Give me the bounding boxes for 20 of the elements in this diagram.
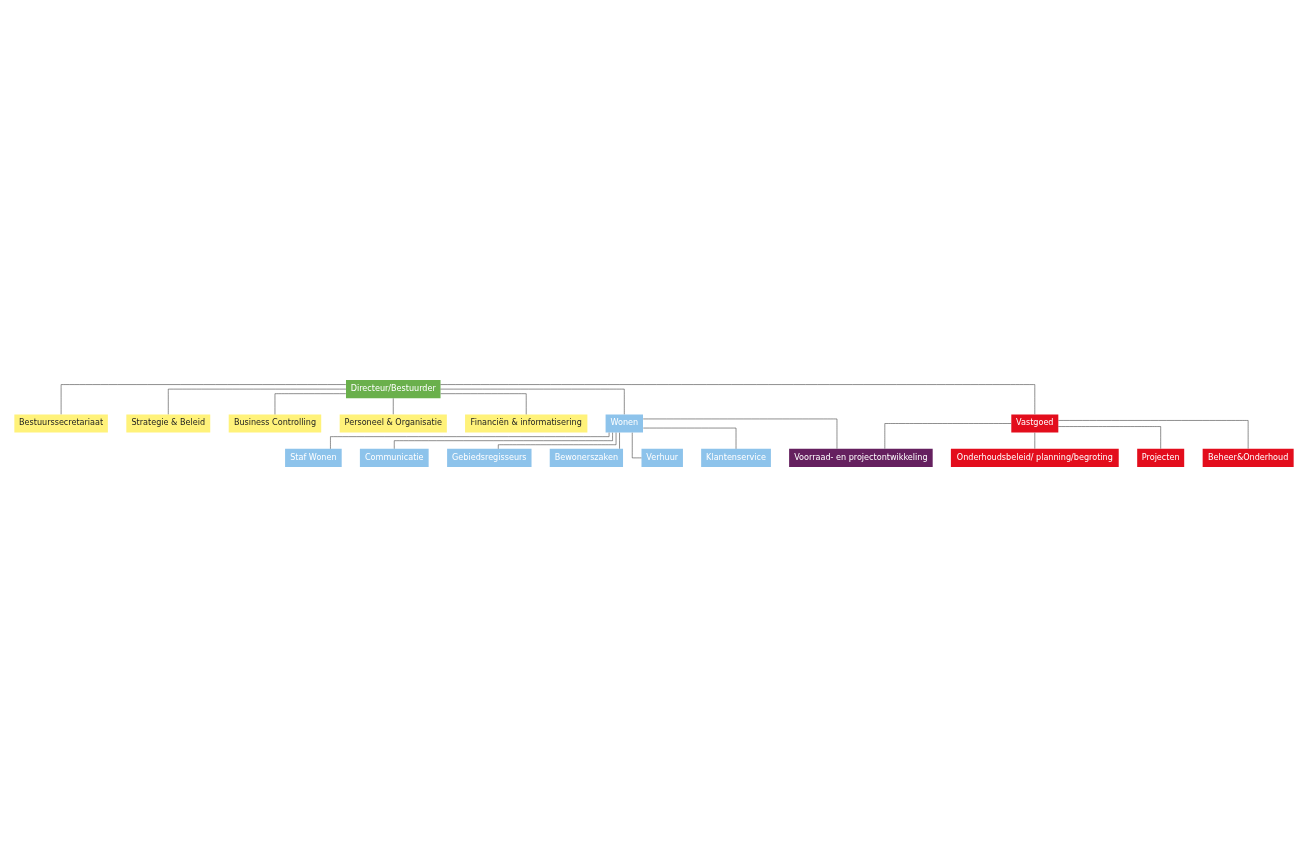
- node-box: Business Controlling: [228, 413, 322, 433]
- node-box: Gebiedsregisseurs: [447, 448, 532, 467]
- connector: [642, 418, 838, 449]
- node-box: Verhuur: [641, 448, 683, 467]
- node-box: Vastgoed: [1011, 413, 1059, 433]
- connector: [884, 422, 1012, 449]
- node-box: Klantenservice: [701, 448, 771, 467]
- node-box: Wonen: [605, 413, 643, 433]
- node-box: Beheer&Onderhoud: [1202, 448, 1294, 467]
- node-box: Communicatie: [359, 448, 429, 467]
- node-box: Bewonerszaken: [549, 448, 624, 467]
- node-box: Directeur/Bestuurder: [346, 379, 441, 398]
- node-box: Financiën & informatisering: [465, 413, 588, 433]
- node-box: Voorraad- en projectontwikkeling: [789, 448, 933, 467]
- node-box: Onderhoudsbeleid/ planning/begroting: [950, 448, 1119, 467]
- node-box: Bestuurssecretariaat: [14, 413, 108, 433]
- node-box: Projecten: [1137, 448, 1185, 467]
- node-box: Staf Wonen: [285, 448, 342, 467]
- node-box: Personeel & Organisatie: [339, 413, 447, 433]
- node-box: Strategie & Beleid: [126, 413, 211, 433]
